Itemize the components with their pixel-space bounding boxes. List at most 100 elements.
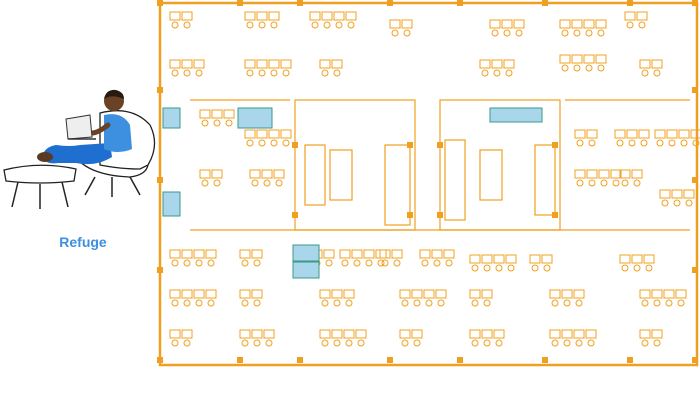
chair — [241, 339, 249, 347]
column — [542, 0, 548, 6]
chair — [393, 259, 401, 267]
chair — [645, 264, 653, 272]
desk — [503, 59, 515, 69]
desk — [469, 289, 481, 299]
desk — [411, 329, 423, 339]
desk — [343, 329, 355, 339]
laptop-icon — [65, 114, 96, 140]
desk — [399, 329, 411, 339]
chair — [282, 139, 290, 147]
chair — [585, 29, 593, 37]
chair — [377, 259, 385, 267]
desk — [401, 19, 413, 29]
chair — [213, 179, 221, 187]
desk — [169, 59, 181, 69]
chair — [270, 139, 278, 147]
chair — [195, 69, 203, 77]
desk — [399, 289, 411, 299]
chair — [365, 259, 373, 267]
column — [437, 212, 443, 218]
desk — [469, 329, 481, 339]
desk — [585, 329, 597, 339]
chair — [323, 21, 331, 29]
chair — [616, 139, 624, 147]
column — [387, 0, 393, 6]
column — [407, 212, 413, 218]
desk — [375, 249, 387, 259]
chair — [641, 69, 649, 77]
desk — [169, 289, 181, 299]
refuge-room — [489, 107, 543, 123]
desk — [541, 254, 553, 264]
chair — [445, 259, 453, 267]
chair — [531, 264, 539, 272]
chair — [483, 339, 491, 347]
column — [157, 87, 163, 93]
desk — [481, 289, 493, 299]
chair — [401, 299, 409, 307]
chair — [587, 339, 595, 347]
desk — [626, 129, 638, 139]
chair — [183, 21, 191, 29]
desk — [583, 19, 595, 29]
desk — [573, 329, 585, 339]
desk — [379, 249, 391, 259]
chair — [335, 21, 343, 29]
desk — [619, 169, 631, 179]
chair — [201, 119, 209, 127]
desk — [211, 169, 223, 179]
desk — [690, 129, 700, 139]
chair — [612, 179, 620, 187]
column — [387, 357, 393, 363]
chair — [246, 69, 254, 77]
desk — [280, 129, 292, 139]
chair — [341, 259, 349, 267]
chair — [425, 299, 433, 307]
chair — [171, 299, 179, 307]
column — [292, 212, 298, 218]
chair — [505, 69, 513, 77]
chair — [282, 69, 290, 77]
desk — [595, 19, 607, 29]
chair — [626, 21, 634, 29]
desk — [586, 129, 598, 139]
desk — [654, 129, 666, 139]
desk — [549, 329, 561, 339]
chair — [207, 259, 215, 267]
desk — [505, 254, 517, 264]
chair — [561, 29, 569, 37]
desk — [239, 249, 251, 259]
desk — [431, 249, 443, 259]
desk — [193, 289, 205, 299]
chair — [258, 21, 266, 29]
chair — [321, 299, 329, 307]
chair — [183, 299, 191, 307]
desk — [251, 249, 263, 259]
desk — [619, 254, 631, 264]
column — [692, 87, 698, 93]
chair — [253, 259, 261, 267]
chair — [656, 139, 664, 147]
chair — [183, 259, 191, 267]
desk — [631, 169, 643, 179]
chair — [621, 264, 629, 272]
chair — [641, 299, 649, 307]
chair — [471, 339, 479, 347]
desk — [639, 59, 651, 69]
desk — [549, 289, 561, 299]
desk — [639, 289, 651, 299]
desk — [256, 59, 268, 69]
chair — [258, 69, 266, 77]
desk — [571, 19, 583, 29]
desk — [419, 249, 431, 259]
desk — [211, 109, 223, 119]
desk — [268, 129, 280, 139]
chair — [600, 179, 608, 187]
chair — [661, 199, 669, 207]
desk — [169, 11, 181, 21]
desk — [199, 169, 211, 179]
chair — [345, 339, 353, 347]
column — [237, 0, 243, 6]
desk — [319, 289, 331, 299]
